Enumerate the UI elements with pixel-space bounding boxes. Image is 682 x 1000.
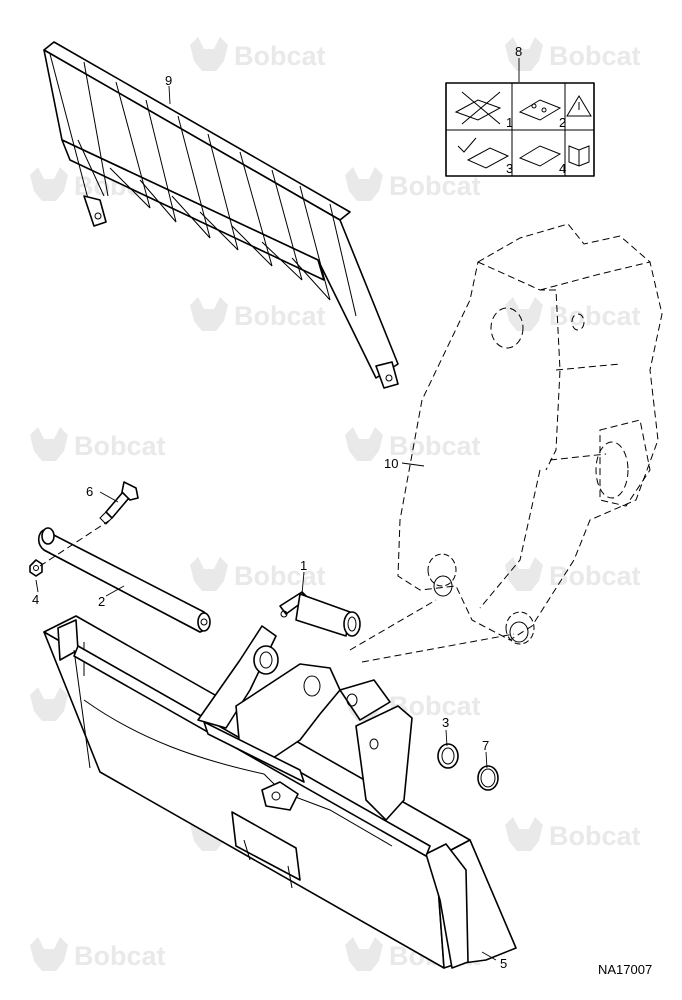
watermark-brand-text: Bobcat [549,301,641,331]
bobcat-logo-icon [190,297,228,331]
watermark-brand-text: Bobcat [234,301,326,331]
bobcat-watermark: Bobcat [30,427,166,461]
bobcat-watermark: Bobcat [505,817,641,851]
decal-panel-number-3: 3 [506,161,513,176]
bobcat-logo-icon [505,557,543,591]
bobcat-watermark: Bobcat [30,937,166,971]
bobcat-logo-icon [505,37,543,71]
watermark-brand-text: Bobcat [389,431,481,461]
callout-numbers: 9 8 6 4 2 1 3 7 10 5 [32,44,522,971]
part-10-boom-arm [397,223,663,645]
watermark-brand-text: Bobcat [549,41,641,71]
watermark-brand-text: Bobcat [549,821,641,851]
callout-5: 5 [500,956,507,971]
part-5-frame [43,615,517,969]
bobcat-watermark: Bobcat [505,297,641,331]
bobcat-logo-icon [190,37,228,71]
decal-panel-number-4: 4 [559,161,566,176]
watermark-brand-text: Bobcat [74,431,166,461]
callout-2: 2 [98,594,105,609]
bobcat-logo-icon [505,817,543,851]
part-2-pin [37,527,211,633]
bobcat-watermark: Bobcat [345,427,481,461]
bobcat-watermark: Bobcat [190,557,326,591]
callout-9: 9 [165,73,172,88]
decal-panel-number-1: 1 [506,115,513,130]
bobcat-logo-icon [30,167,68,201]
bobcat-logo-icon [345,937,383,971]
bobcat-watermark: Bobcat [190,37,326,71]
bobcat-logo-icon [30,427,68,461]
part-8-decal: 1 2 3 4 [445,82,595,177]
watermark-brand-text: Bobcat [549,561,641,591]
callout-3: 3 [442,715,449,730]
bobcat-logo-icon [345,167,383,201]
bobcat-logo-icon [505,297,543,331]
decal-panel-number-2: 2 [559,115,566,130]
callout-8: 8 [515,44,522,59]
figure-id: NA17007 [598,962,652,977]
callout-4: 4 [32,592,39,607]
callout-6: 6 [86,484,93,499]
watermark-brand-text: Bobcat [74,941,166,971]
part-9-guard [43,41,399,389]
bobcat-logo-icon [345,427,383,461]
part-4-nut [29,559,43,577]
part-7-ring [477,765,499,791]
callout-7: 7 [482,738,489,753]
alignment-lines [39,519,515,663]
bobcat-watermark: Bobcat [505,37,641,71]
part-6-bolt [99,481,139,525]
watermark-brand-text: Bobcat [234,561,326,591]
part-3-ring [437,743,459,769]
bobcat-logo-icon [190,557,228,591]
callout-leaders [35,58,520,961]
bobcat-logo-icon [30,687,68,721]
bobcat-watermark: Bobcat [505,557,641,591]
callout-1: 1 [300,558,307,573]
bobcat-logo-icon [30,937,68,971]
part-1-headed-pin [279,591,361,637]
callout-10: 10 [384,456,398,471]
watermark-brand-text: Bobcat [234,41,326,71]
bobcat-watermark: Bobcat [190,297,326,331]
